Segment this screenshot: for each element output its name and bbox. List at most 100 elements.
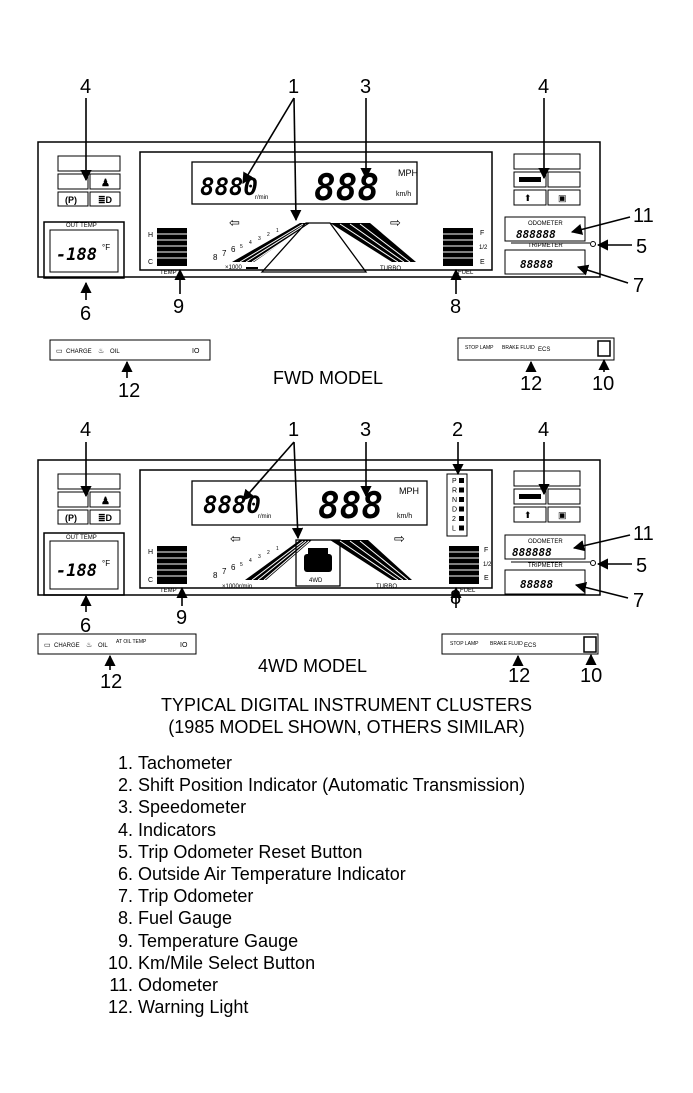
legend-number: 11. bbox=[109, 975, 133, 996]
fourwd-callout-5: 5 bbox=[636, 555, 647, 577]
tach-tick-label: 1 bbox=[276, 546, 279, 552]
shift-position-label: P bbox=[452, 478, 457, 485]
legend-text: Trip Odometer bbox=[138, 886, 254, 907]
shift-position-label: 2 bbox=[452, 516, 456, 523]
caption-line-2: (1985 MODEL SHOWN, OTHERS SIMILAR) bbox=[168, 717, 525, 737]
fwd-km-mile-button[interactable] bbox=[597, 340, 611, 357]
legend-text: Indicators bbox=[138, 819, 217, 840]
legend-item: 8.Fuel Gauge bbox=[100, 907, 525, 929]
legend-item: 2.Shift Position Indicator (Automatic Tr… bbox=[100, 774, 525, 796]
fwd-fuel-e: E bbox=[480, 259, 485, 266]
fourwd-battery-icon: ▭ bbox=[44, 642, 51, 649]
legend-item: 3.Speedometer bbox=[100, 796, 525, 818]
legend-text: Fuel Gauge bbox=[138, 908, 233, 929]
fwd-right-indicators: ⬆ ▣ bbox=[513, 153, 581, 206]
fwd-battery-icon: ▭ bbox=[56, 348, 63, 355]
legend-item: 10.Km/Mile Select Button bbox=[100, 952, 525, 974]
legend-number: 8. bbox=[117, 908, 133, 929]
fourwd-speed-digits: 888 bbox=[318, 486, 383, 527]
fwd-speed-unit-mph: MPH bbox=[398, 168, 418, 178]
shift-position-label: L bbox=[452, 526, 456, 533]
shift-position-segment bbox=[459, 497, 464, 502]
legend-text: Tachometer bbox=[138, 753, 233, 773]
fourwd-warning-strip-right bbox=[441, 633, 599, 655]
fwd-callout-10: 10 bbox=[592, 373, 614, 395]
fwd-callout-4-left: 4 bbox=[80, 76, 91, 98]
fourwd-callout-9: 9 bbox=[176, 607, 187, 629]
fwd-warn-stop: STOP LAMP bbox=[465, 345, 494, 351]
fwd-tach-bargraph bbox=[232, 222, 416, 273]
fourwd-callout-7: 7 bbox=[633, 590, 644, 612]
fourwd-warn-at-oil: AT OIL TEMP bbox=[116, 639, 147, 645]
fwd-callout-12-right: 12 bbox=[520, 373, 542, 395]
fwd-cluster-frame bbox=[37, 141, 601, 278]
fwd-center-display bbox=[139, 151, 493, 271]
fwd-trip-reset-button[interactable] bbox=[590, 241, 596, 247]
shift-position-segment bbox=[459, 487, 464, 493]
fourwd-warn-oil: OIL bbox=[98, 643, 108, 649]
legend-item: 9.Temperature Gauge bbox=[100, 930, 525, 952]
legend-item: 4.Indicators bbox=[100, 819, 525, 841]
fwd-tach-scale: ×1000 bbox=[225, 265, 243, 271]
tach-tick-label: 6 bbox=[231, 245, 236, 254]
fourwd-callout-12-right: 12 bbox=[508, 665, 530, 687]
legend-text: Shift Position Indicator (Automatic Tran… bbox=[138, 775, 526, 796]
tach-tick-label: 2 bbox=[267, 232, 270, 238]
fourwd-callout-11: 11 bbox=[633, 523, 654, 545]
legend-number: 9. bbox=[117, 930, 133, 951]
fwd-temp-label: TEMP bbox=[160, 270, 177, 276]
fourwd-warning-strip-left bbox=[37, 633, 197, 655]
fourwd-digit-window bbox=[191, 480, 428, 526]
fourwd-tach-digits: 8880 bbox=[203, 491, 261, 519]
legend-item: 5.Trip Odometer Reset Button bbox=[100, 841, 525, 863]
fwd-callout-8: 8 bbox=[450, 296, 461, 318]
fwd-callout-12-left: 12 bbox=[118, 380, 140, 402]
fwd-warn-left-end: IO bbox=[192, 348, 200, 355]
tach-tick-label: 4 bbox=[249, 558, 252, 564]
shift-position-label: R bbox=[452, 488, 457, 495]
fwd-temp-gauge: H C TEMP bbox=[148, 228, 187, 276]
fourwd-warn-brake: BRAKE FLUID bbox=[490, 641, 523, 647]
legend-text: Trip Odometer Reset Button bbox=[138, 841, 363, 862]
legend-item: 7.Trip Odometer bbox=[100, 885, 525, 907]
fourwd-trip-reset-button[interactable] bbox=[590, 560, 596, 566]
tach-tick-label: 3 bbox=[258, 236, 261, 242]
fourwd-tripmeter-box bbox=[504, 569, 586, 595]
fwd-callout-9: 9 bbox=[173, 296, 184, 318]
fwd-hazard-icon bbox=[519, 177, 541, 182]
legend-item: 6.Outside Air Temperature Indicator bbox=[100, 863, 525, 885]
tach-tick-label: 5 bbox=[240, 244, 243, 250]
fourwd-km-mile-button[interactable] bbox=[583, 636, 597, 653]
fwd-out-temp-unit: °F bbox=[102, 243, 110, 252]
fourwd-warn-charge: CHARGE bbox=[54, 643, 80, 649]
tach-tick-label: 7 bbox=[222, 567, 227, 576]
fourwd-fuel-e: E bbox=[484, 575, 489, 582]
fwd-warn-ecs: ECS bbox=[538, 347, 550, 353]
fwd-callouts: 1 3 4 4 11 5 7 6 9 8 12 12 10 bbox=[80, 76, 654, 402]
vehicle-4wd-icon bbox=[304, 554, 332, 572]
parking-brake-icon: (P) bbox=[65, 195, 77, 205]
fourwd-hazard-icon bbox=[519, 494, 541, 499]
fwd-out-temp-label: OUT TEMP bbox=[66, 223, 97, 229]
fourwd-temp-h: H bbox=[148, 549, 153, 556]
fwd-warn-oil: OIL bbox=[110, 349, 120, 355]
fwd-callout-6: 6 bbox=[80, 303, 91, 325]
legend-number: 5. bbox=[117, 841, 133, 862]
fwd-odometer-digits: 888888 bbox=[516, 228, 556, 241]
fourwd-out-temp-unit: °F bbox=[102, 559, 110, 568]
seatbelt-icon: ♟ bbox=[101, 178, 110, 189]
fourwd-warn-ecs: ECS bbox=[524, 643, 536, 649]
fourwd-odometer-digits: 888888 bbox=[512, 546, 552, 559]
fwd-tach-unit: r/min bbox=[255, 195, 268, 201]
fourwd-callout-3: 3 bbox=[360, 419, 371, 441]
fourwd-warn-stop: STOP LAMP bbox=[450, 641, 479, 647]
fourwd-callout-10: 10 bbox=[580, 665, 602, 687]
fourwd-tripmeter-label: TRIPMETER bbox=[528, 563, 563, 569]
fourwd-speed-unit-mph: MPH bbox=[399, 486, 419, 496]
shift-position-label: D bbox=[452, 507, 457, 514]
fourwd-tach-bargraph: 4WD bbox=[245, 539, 412, 587]
